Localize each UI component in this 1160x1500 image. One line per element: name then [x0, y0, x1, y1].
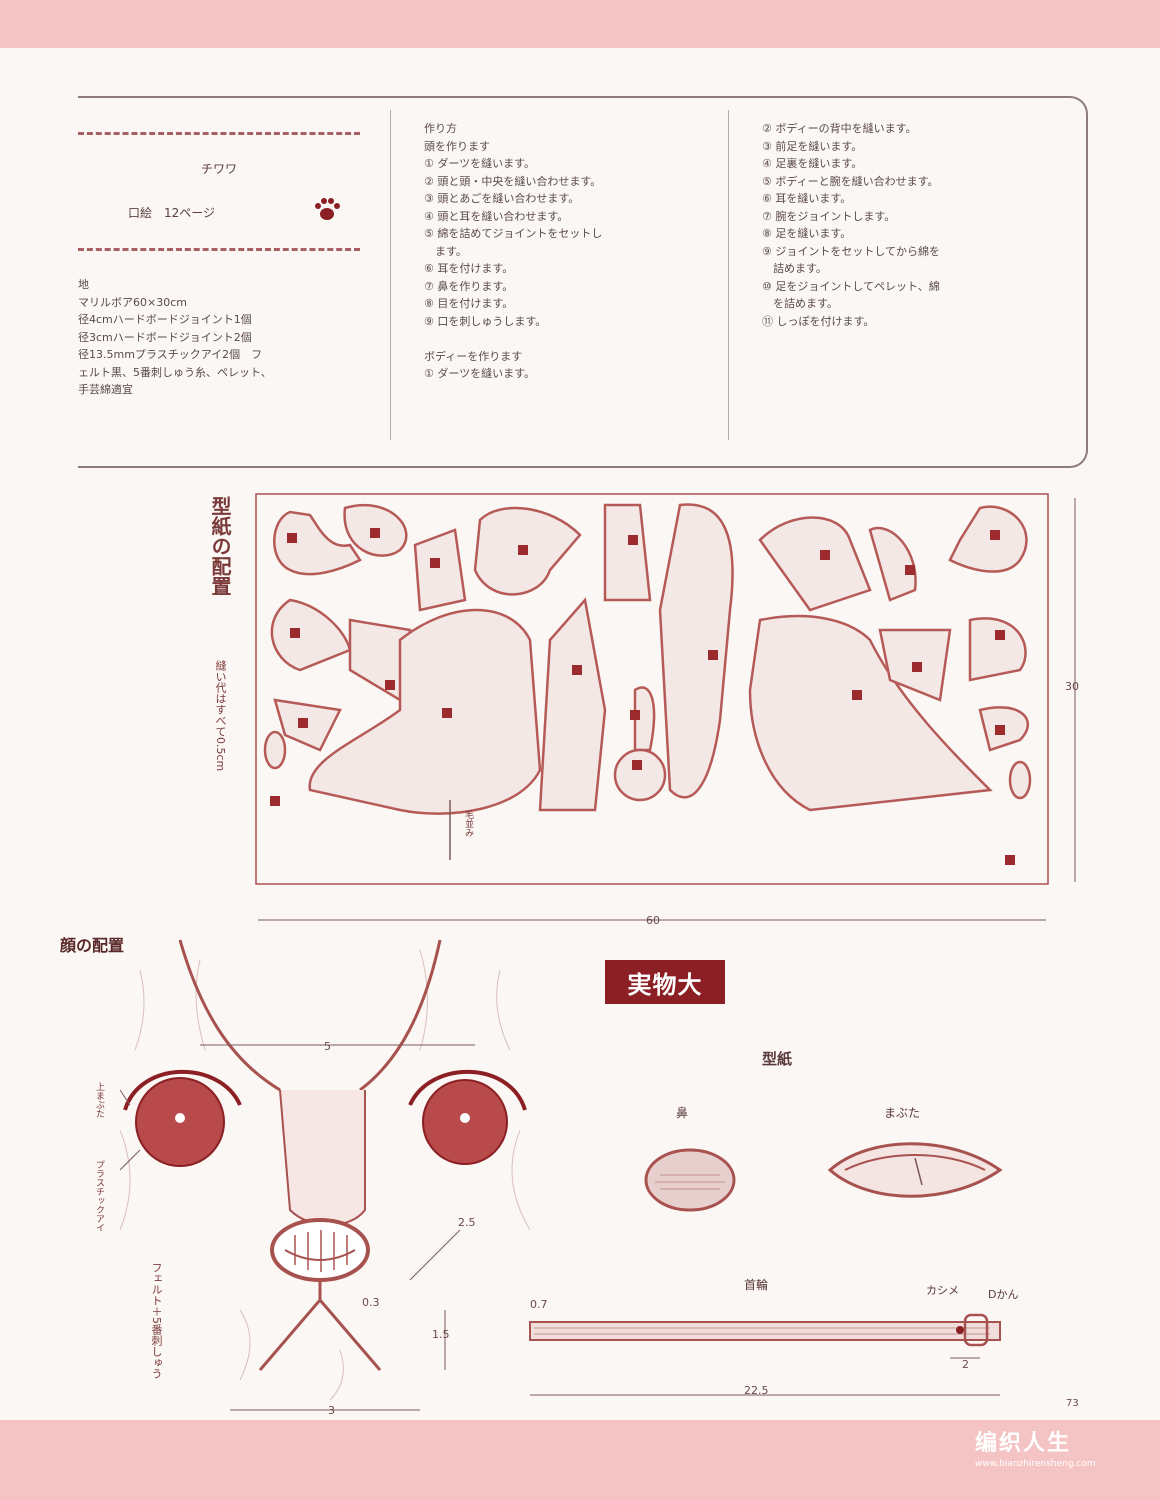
instruction-line: ① ダーツを縫います。: [424, 157, 536, 170]
instruction-line: ⑩ 足をジョイントしてペレット、綿: [762, 279, 940, 293]
eyelid-label: 上まぶた: [94, 1082, 104, 1118]
instruction-line: ⑪ しっぽを付けます。: [762, 314, 875, 328]
mouth-offset-dimension: 0.3: [362, 1296, 380, 1309]
instruction-line: ボディーを作ります: [424, 349, 523, 363]
pattern-layout-diagram: [255, 493, 1076, 921]
actual-size-badge: 実物大: [605, 960, 725, 1004]
watermark: 编织人生 www.bianzhirensheng.com: [975, 1425, 1096, 1469]
collar-end-dimension: 2: [962, 1358, 969, 1371]
watermark-name: 编织人生: [975, 1431, 1072, 1456]
material-line: 径3cmハードボードジョイント2個: [78, 330, 252, 344]
instruction-line: ⑦ 腕をジョイントします。: [762, 209, 896, 223]
instruction-line: ⑥ 耳を縫います。: [762, 192, 852, 205]
column-divider: [390, 110, 391, 440]
instruction-line: 頭を作ります: [424, 139, 490, 153]
layout-height-label: 30: [1065, 680, 1079, 693]
face-title: 顔の配置: [60, 936, 125, 955]
instruction-line: [424, 330, 602, 348]
collar-width-dimension: 0.7: [530, 1298, 548, 1311]
instruction-line: ⑧ 足を縫います。: [762, 227, 852, 240]
instruction-line: ⑥ 耳を付けます。: [424, 262, 514, 275]
instruction-line: 詰めます。: [762, 262, 827, 275]
eye-width-label: 5: [324, 1040, 331, 1053]
instruction-line: ⑨ ジョイントをセットしてから綿を: [762, 244, 941, 258]
pattern-title: 型紙: [762, 1050, 793, 1068]
nose-pattern-label: 鼻: [676, 1106, 689, 1120]
collar-label: 首輪: [744, 1278, 769, 1292]
layout-title: 型紙の配置: [208, 496, 232, 596]
instruction-line: ます。: [424, 244, 467, 258]
instruction-line: ② ボディーの背中を縫います。: [762, 122, 917, 135]
materials-list: 地 マリルボア60×30cm 径4cmハードボードジョイント1個 径3cmハード…: [78, 276, 272, 399]
dashed-divider-top: [78, 132, 360, 135]
watermark-url: www.bianzhirensheng.com: [975, 1459, 1096, 1469]
d-ring-label: Dかん: [988, 1288, 1019, 1301]
mouth-height-dimension: 1.5: [432, 1328, 450, 1341]
page-reference: 口絵 12ページ: [128, 206, 216, 220]
eye-label: プラスチックアイ: [94, 1160, 104, 1232]
layout-width-label: 60: [646, 914, 660, 927]
instruction-line: ⑧ 目を付けます。: [424, 297, 514, 310]
instruction-line: ⑨ 口を刺しゅうします。: [424, 314, 547, 328]
material-line: マリルボア60×30cm: [78, 295, 187, 309]
bottom-band: [0, 1420, 1160, 1500]
eyelid-pattern-label: まぶた: [884, 1106, 921, 1120]
instructions-head: 作り方 頭を作ります ① ダーツを縫います。 ② 頭と頭・中央を縫い合わせます。…: [424, 120, 602, 383]
instruction-line: ⑤ 綿を詰めてジョイントをセットし: [424, 227, 603, 240]
breed-title: チワワ: [200, 162, 237, 176]
actual-size-pieces: [644, 1142, 1003, 1212]
instruction-line: ⑤ ボディーと腕を縫い合わせます。: [762, 174, 939, 188]
instruction-line: ③ 前足を縫います。: [762, 139, 863, 153]
nose-eye-dimension: 2.5: [458, 1216, 476, 1229]
instruction-line: 作り方: [424, 122, 457, 135]
instructions-body: ② ボディーの背中を縫います。 ③ 前足を縫います。 ④ 足裏を縫います。 ⑤ …: [762, 120, 940, 330]
instruction-line: ① ダーツを縫います。: [424, 367, 536, 380]
page-number: 73: [1066, 1398, 1079, 1409]
instruction-box: チワワ 口絵 12ページ 地 マリルボア60×30cm 径4cmハードボードジョ…: [78, 96, 1088, 468]
material-line: 手芸綿適宜: [78, 383, 133, 396]
grain-direction-label: 毛並み: [463, 810, 473, 837]
seam-allowance-note: 縫い代はすべて0.5cm: [214, 660, 227, 772]
mouth-material-label: フェルト＋5番刺しゅう: [150, 1262, 163, 1379]
instruction-line: ④ 頭と耳を縫い合わせます。: [424, 209, 569, 223]
material-line: ェルト黒、5番刺しゅう糸、ペレット、: [78, 365, 272, 379]
instruction-line: ③ 頭とあごを縫い合わせます。: [424, 192, 580, 205]
material-line: 地: [78, 278, 89, 291]
clasp-label: カシメ: [926, 1284, 959, 1297]
face-diagram: [119, 939, 531, 1411]
column-divider: [728, 110, 729, 440]
instruction-line: ⑦ 鼻を作ります。: [424, 279, 514, 293]
material-line: 径4cmハードボードジョイント1個: [78, 313, 252, 326]
top-band: [0, 0, 1160, 48]
collar-length-dimension: 22.5: [744, 1384, 769, 1397]
paw-icon: [315, 198, 340, 220]
mouth-width-dimension: 3: [328, 1404, 335, 1417]
material-line: 径13.5mmプラスチックアイ2個 フ: [78, 348, 263, 361]
instruction-line: ② 頭と頭・中央を縫い合わせます。: [424, 174, 602, 188]
instruction-line: を詰めます。: [762, 297, 838, 310]
dashed-divider-bottom: [78, 248, 360, 251]
collar-diagram: [529, 1313, 1001, 1396]
instruction-line: ④ 足裏を縫います。: [762, 157, 863, 170]
